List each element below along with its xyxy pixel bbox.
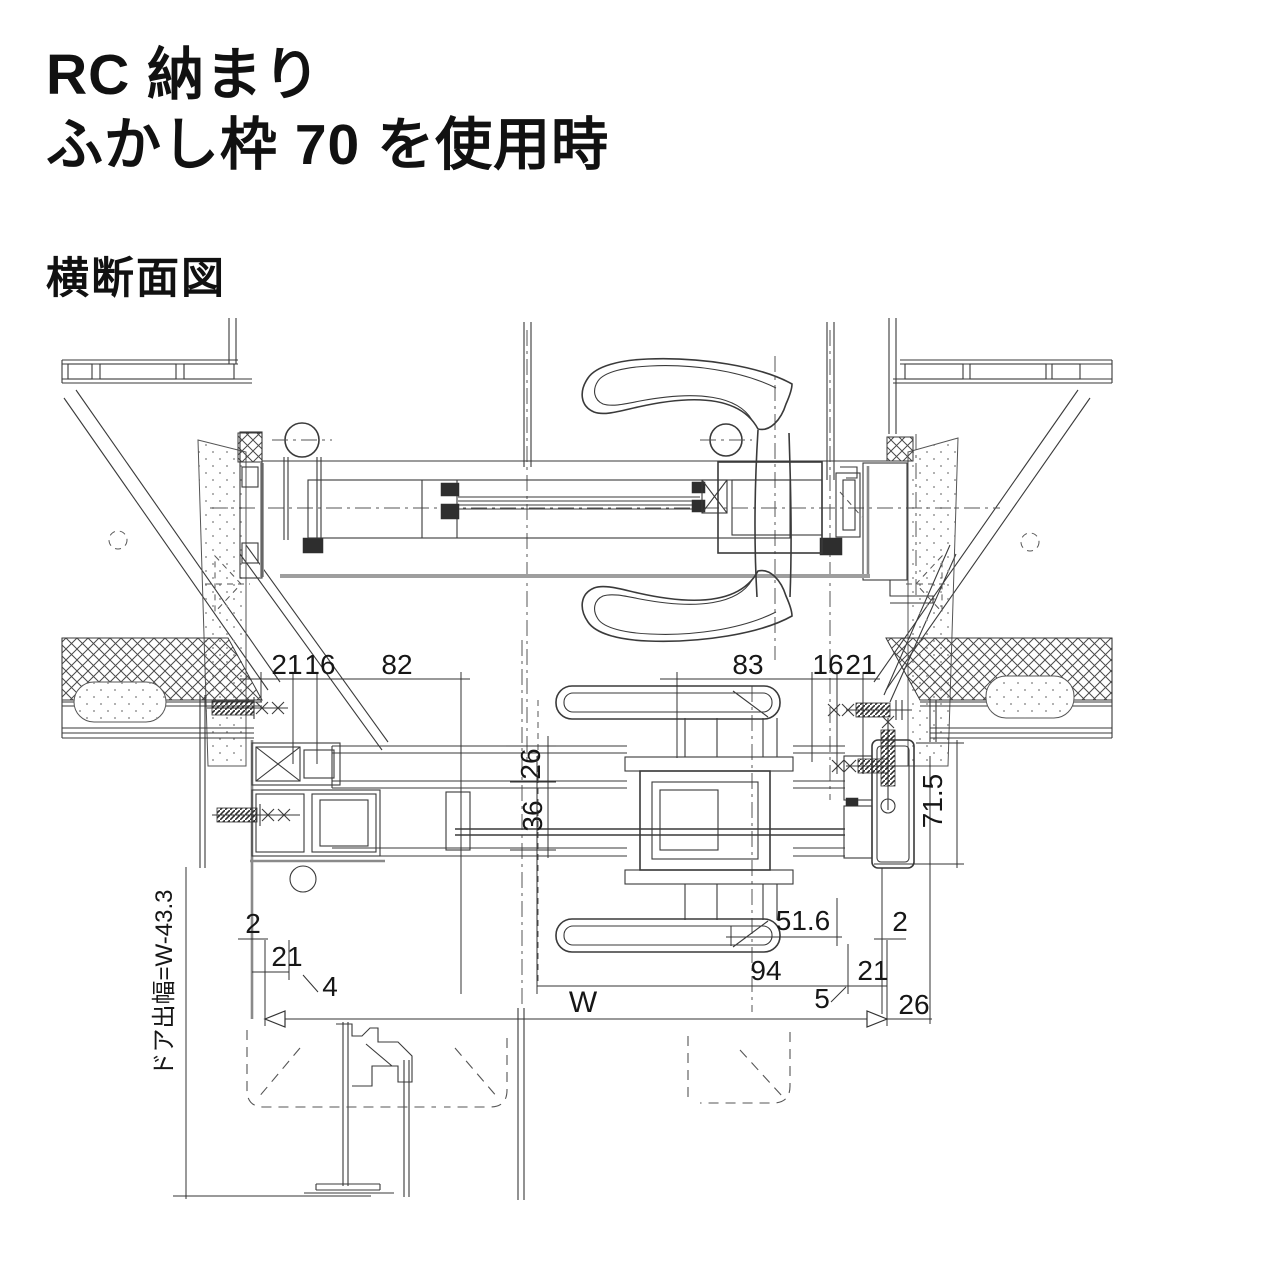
lever-handle-exterior: [581, 357, 793, 598]
pull-grip-exterior-detail: [555, 685, 781, 720]
dim-label: 83: [732, 649, 763, 680]
screw: [207, 697, 288, 719]
dim-label: 71.5: [917, 774, 948, 829]
drawing-title: RC 納まり ふかし枠 70 を使用時: [46, 40, 609, 180]
floor-left: [61, 637, 263, 739]
dim-label: 21: [271, 649, 302, 680]
dim-label: 36: [517, 800, 548, 831]
dim-label: 26: [515, 748, 546, 779]
dim-label-door-depth: ドア出幅=W-43.3: [151, 890, 178, 1077]
lever-handle-interior: [581, 569, 793, 643]
jamb-detail-right-fukashi-frame: [827, 700, 915, 869]
door-frame-right-upper: [819, 462, 934, 604]
screw: [831, 758, 908, 774]
dim-label: 51.6: [776, 905, 831, 936]
screw-vertical: [880, 715, 896, 814]
dim-label-w: W: [569, 986, 598, 1019]
dim-label: 82: [381, 649, 412, 680]
door-leaf-detail: [331, 685, 845, 953]
reference-lines: [210, 322, 1000, 1200]
dim-label: 21: [271, 941, 302, 972]
dim-label: 2: [245, 908, 261, 939]
floor-right: [885, 637, 1113, 742]
dim-label: 21: [857, 955, 888, 986]
dimension-lines: 21 16 82 83 16 21 26 36 71.5 2 21 4: [151, 649, 964, 1199]
gasket: [302, 537, 324, 554]
dim-arrow-left: [263, 1010, 286, 1028]
dim-label: 94: [750, 955, 781, 986]
title-line-1: RC 納まり: [46, 43, 322, 107]
door-swing-dashed-outline: [246, 1030, 791, 1108]
dim-label: 16: [812, 649, 843, 680]
dim-label: 2: [892, 906, 908, 937]
handle-escutcheon-detail: [624, 718, 794, 920]
title-line-2: ふかし枠 70 を使用時: [46, 113, 610, 177]
gasket: [819, 537, 843, 556]
dim-label: 16: [304, 649, 335, 680]
screw: [827, 700, 912, 720]
mortar-hatch-left: [237, 432, 263, 463]
door-leaf-upper: [262, 423, 902, 578]
dim-label: 4: [322, 971, 338, 1002]
dim-label: 26: [898, 989, 929, 1020]
pull-grip-interior-detail: [555, 918, 781, 953]
dim-label: 5: [814, 983, 830, 1014]
screw: [212, 804, 300, 826]
dim-label: 21: [845, 649, 876, 680]
door-frame-left-upper: [239, 422, 332, 579]
mortar-hatch-right: [886, 436, 914, 462]
dim-arrow-right: [866, 1010, 889, 1028]
threshold-detail: [304, 1022, 413, 1197]
section-view-label: 横断面図: [46, 255, 226, 303]
